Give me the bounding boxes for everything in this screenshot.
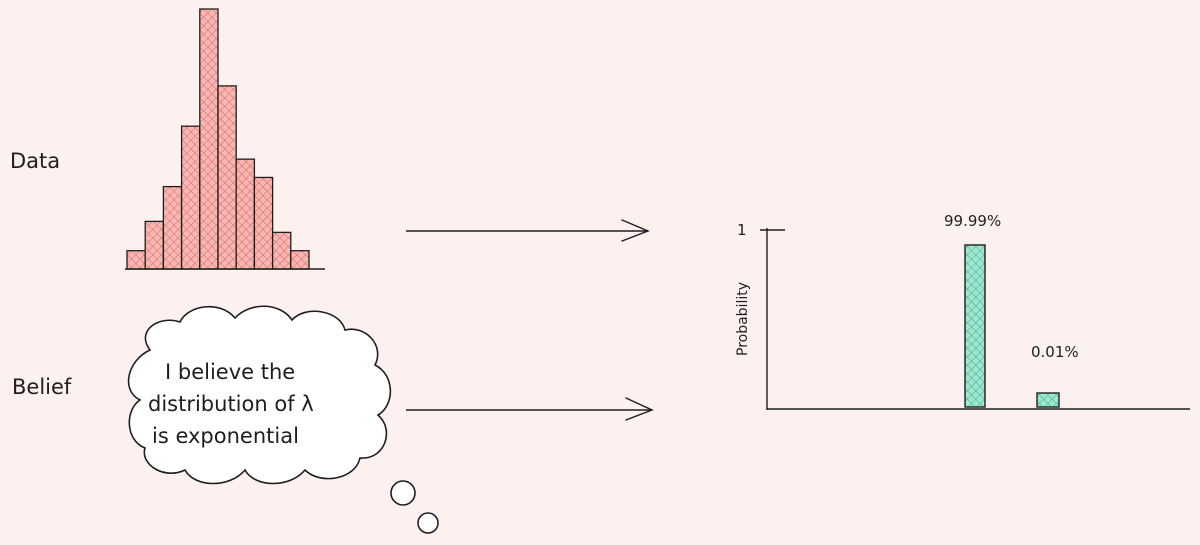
- bubble-line-1: I believe the: [165, 360, 295, 384]
- thought-bubble-dot-small: [417, 512, 439, 534]
- probability-bar-2: [1036, 392, 1060, 408]
- thought-bubble-cloud: [127, 305, 392, 485]
- y-axis-label: Probability: [735, 282, 751, 356]
- y-tick-label-1: 1: [737, 221, 747, 239]
- data-histogram: [125, 8, 325, 270]
- probability-bar-1: [964, 244, 986, 408]
- histogram-bar: [253, 176, 274, 270]
- histogram-bar: [217, 85, 237, 270]
- thought-bubble: I believe the distribution of λ is expon…: [127, 305, 439, 534]
- histogram-bar: [144, 220, 165, 270]
- histogram-bar: [199, 8, 219, 270]
- histogram-bar: [126, 250, 146, 270]
- data-arrow: [406, 219, 650, 242]
- probability-bar-label-1: 99.99%: [944, 212, 1001, 230]
- histogram-bar: [235, 158, 256, 270]
- histogram-bar: [271, 231, 292, 270]
- histogram-bar: [162, 185, 183, 270]
- bubble-line-2: distribution of λ: [148, 392, 314, 416]
- belief-arrow: [406, 397, 654, 421]
- probability-bar-label-2: 0.01%: [1031, 343, 1079, 361]
- data-label: Data: [10, 149, 60, 173]
- belief-label: Belief: [12, 375, 72, 399]
- histogram-bar: [180, 125, 201, 270]
- histogram-bar: [290, 250, 310, 270]
- probability-chart: 1 Probability 99.99% 0.01%: [735, 212, 1190, 410]
- bubble-line-3: is exponential: [152, 424, 299, 448]
- thought-bubble-dot-large: [390, 480, 416, 506]
